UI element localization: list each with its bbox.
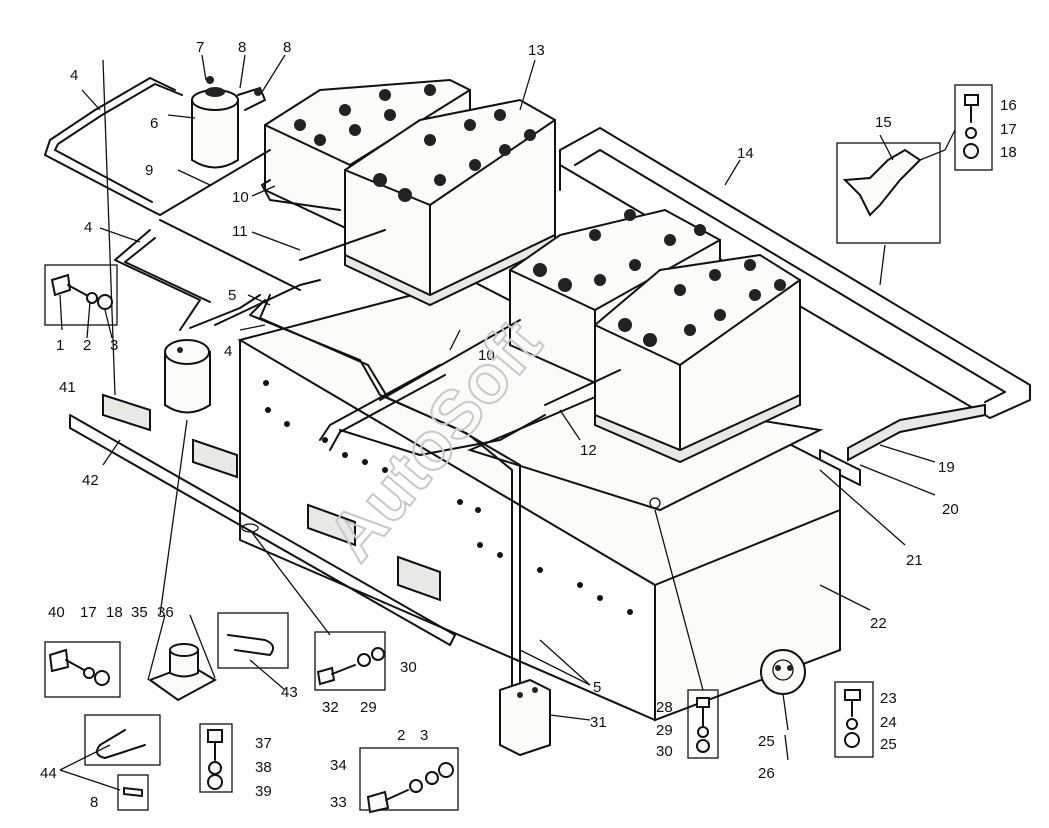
callout-9: 8 bbox=[283, 39, 291, 56]
callout-labels: 7 8 8 4 6 9 13 14 15 16 17 18 10 11 4 1 … bbox=[40, 39, 1017, 811]
callout-41: 41 bbox=[59, 379, 76, 396]
callout-38: 38 bbox=[255, 759, 272, 776]
leader-lines bbox=[59, 54, 936, 791]
hardware-1-3 bbox=[44, 264, 118, 326]
callout-20: 20 bbox=[942, 501, 959, 518]
cables bbox=[44, 77, 621, 691]
callout-12-top: 11 bbox=[232, 223, 248, 240]
callout-27: 26 bbox=[758, 765, 775, 782]
callout-33: 33 bbox=[330, 794, 347, 811]
battery-front-left bbox=[344, 98, 556, 307]
callout-24: 24 bbox=[880, 714, 897, 731]
callout-5-top: 5 bbox=[228, 287, 236, 304]
callout-4-top: 4 bbox=[70, 67, 78, 84]
callout-11: 10 bbox=[232, 189, 249, 206]
callout-16: 16 bbox=[1000, 97, 1017, 114]
callout-4-mid: 4 bbox=[84, 219, 92, 236]
u-bolt-43 bbox=[217, 612, 289, 669]
callout-13: 13 bbox=[528, 42, 545, 59]
callout-12-low: 12 bbox=[580, 442, 597, 459]
callout-17-left: 17 bbox=[80, 604, 97, 621]
callout-1: 1 bbox=[56, 337, 64, 354]
rail-42 bbox=[69, 393, 456, 646]
battery-tray-frame bbox=[559, 127, 1031, 419]
callout-42: 42 bbox=[82, 472, 99, 489]
hardware-33-34 bbox=[359, 747, 459, 814]
callout-30-right: 30 bbox=[656, 743, 673, 760]
callout-39: 39 bbox=[255, 783, 272, 800]
callout-22: 22 bbox=[870, 615, 887, 632]
cylinder-36 bbox=[159, 339, 211, 616]
hardware-32-30 bbox=[314, 631, 386, 691]
meter-26 bbox=[760, 649, 806, 695]
callout-3: 3 bbox=[110, 337, 118, 354]
callout-8-low: 8 bbox=[90, 794, 98, 811]
callout-19: 19 bbox=[938, 459, 955, 476]
switch-35 bbox=[147, 643, 218, 702]
battery-pad-19 bbox=[819, 403, 986, 486]
callout-37: 37 bbox=[255, 735, 272, 752]
callout-30-mid: 30 bbox=[400, 659, 417, 676]
callout-28: 28 bbox=[656, 699, 673, 716]
callout-3-low: 3 bbox=[420, 727, 428, 744]
callout-43: 43 bbox=[281, 684, 298, 701]
battery-front-right bbox=[594, 253, 801, 464]
hardware-40-18 bbox=[44, 641, 121, 698]
hardware-28-30 bbox=[654, 509, 719, 759]
callout-18-left: 18 bbox=[106, 604, 123, 621]
callout-18-top: 18 bbox=[1000, 144, 1017, 161]
callout-8: 8 bbox=[238, 39, 246, 56]
callout-32: 32 bbox=[322, 699, 339, 716]
callout-4-low: 4 bbox=[224, 343, 232, 360]
relay-6 bbox=[191, 76, 266, 169]
callout-2: 2 bbox=[83, 337, 91, 354]
callout-29-right: 29 bbox=[656, 722, 673, 739]
bracket-15-inset bbox=[836, 129, 956, 286]
callout-5-low: 5 bbox=[593, 679, 601, 696]
callout-36: 36 bbox=[157, 604, 174, 621]
hardware-23-25 bbox=[834, 681, 874, 758]
callout-17-top: 17 bbox=[1000, 121, 1017, 138]
callout-40: 40 bbox=[48, 604, 65, 621]
callout-6: 6 bbox=[150, 115, 158, 132]
callout-23: 23 bbox=[880, 690, 897, 707]
callout-21: 21 bbox=[906, 552, 923, 569]
callout-44: 44 bbox=[40, 765, 57, 782]
callout-26: 25 bbox=[758, 733, 775, 750]
hardware-37-39 bbox=[199, 723, 233, 793]
callout-7: 7 bbox=[196, 39, 204, 56]
callout-2-low: 2 bbox=[397, 727, 405, 744]
callout-10-mid: 10 bbox=[478, 347, 495, 364]
callout-29-mid: 29 bbox=[360, 699, 377, 716]
callout-15: 15 bbox=[875, 114, 892, 131]
hardware-16-18 bbox=[954, 84, 993, 171]
callout-10-left: 9 bbox=[145, 162, 153, 179]
callout-31: 31 bbox=[590, 714, 607, 731]
u-bolt-44 bbox=[84, 714, 161, 811]
callout-25: 25 bbox=[880, 736, 897, 753]
callout-35: 35 bbox=[131, 604, 148, 621]
clamp-31 bbox=[499, 678, 551, 757]
callout-34: 34 bbox=[330, 757, 347, 774]
callout-14: 14 bbox=[737, 145, 754, 162]
